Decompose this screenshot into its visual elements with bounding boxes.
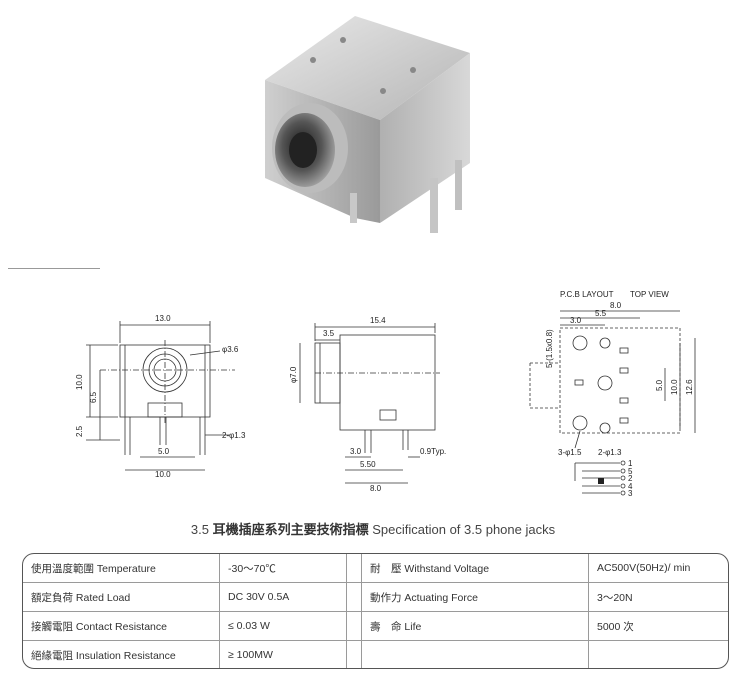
dim-hole1: 3-φ1.5 bbox=[558, 448, 582, 457]
table-row: 使用溫度範圍 Temperature -30～70℃ 耐 壓 Withstand… bbox=[23, 554, 728, 583]
dim-hole2: 2-φ1.3 bbox=[598, 448, 622, 457]
pin-label: 2 bbox=[628, 474, 633, 483]
spec-label: 額定負荷 Rated Load bbox=[23, 582, 220, 612]
pcb-view: TOP VIEW bbox=[630, 290, 669, 299]
pcb-title: P.C.B LAYOUT bbox=[560, 290, 614, 299]
product-photo bbox=[265, 16, 470, 233]
spec-label: 耐 壓 Withstand Voltage bbox=[361, 554, 589, 583]
dim-nose: 3.5 bbox=[323, 329, 335, 338]
dim-low: 2.5 bbox=[75, 425, 84, 437]
side-view-drawing: 15.4 3.5 φ7.0 3.0 5.50 8.0 0.9Typ. bbox=[289, 316, 446, 493]
spec-value: AC500V(50Hz)/ min bbox=[588, 554, 728, 583]
dim-slot: 5-(1.5x0.8) bbox=[545, 329, 554, 368]
dim-dia: φ7.0 bbox=[289, 366, 298, 383]
spec-label: 使用溫度範圍 Temperature bbox=[23, 554, 220, 583]
spec-value bbox=[588, 640, 728, 668]
spec-label bbox=[361, 640, 589, 668]
pin-label: 4 bbox=[628, 482, 633, 491]
table-row: 接觸電阻 Contact Resistance ≤ 0.03 W 壽 命 Lif… bbox=[23, 611, 728, 641]
spec-label: 動作力 Actuating Force bbox=[361, 582, 589, 612]
pin-label: 1 bbox=[628, 459, 633, 468]
dim-12-6: 12.6 bbox=[685, 379, 694, 395]
pin-label: 3 bbox=[628, 489, 633, 498]
dim-8: 8.0 bbox=[610, 301, 622, 310]
spec-value: ≥ 100MW bbox=[219, 640, 347, 668]
dim-width: 13.0 bbox=[155, 314, 171, 323]
dim-3: 3.0 bbox=[570, 316, 582, 325]
dim-5: 5.0 bbox=[655, 379, 664, 391]
dim-10: 10.0 bbox=[670, 379, 679, 395]
divider-line bbox=[8, 268, 100, 269]
pcb-layout-drawing: P.C.B LAYOUT TOP VIEW 8.0 5.5 3.0 5-(1.5… bbox=[529, 290, 696, 498]
spec-value: ≤ 0.03 W bbox=[219, 611, 347, 641]
front-view-drawing: 13.0 10.0 6.5 2.5 φ3.6 2-φ1.3 5.0 10.0 bbox=[75, 314, 246, 479]
spec-label: 接觸電阻 Contact Resistance bbox=[23, 611, 220, 641]
dim-pitch: 5.0 bbox=[158, 447, 170, 456]
spec-table: 使用溫度範圍 Temperature -30～70℃ 耐 壓 Withstand… bbox=[22, 553, 729, 669]
dim-base: 10.0 bbox=[155, 470, 171, 479]
dim-length: 15.4 bbox=[370, 316, 386, 325]
table-row: 額定負荷 Rated Load DC 30V 0.5A 動作力 Actuatin… bbox=[23, 582, 728, 612]
dim-5-5: 5.5 bbox=[595, 309, 607, 318]
section-caption: 3.5 耳機插座系列主要技術指標 Specification of 3.5 ph… bbox=[0, 519, 746, 538]
dim-pin1: 3.0 bbox=[350, 447, 362, 456]
spec-value: DC 30V 0.5A bbox=[219, 582, 347, 612]
dim-center: 6.5 bbox=[89, 391, 98, 403]
caption-title-cn: 耳機插座系列主要技術指標 bbox=[212, 522, 369, 537]
dim-thick: 0.9Typ. bbox=[420, 447, 446, 456]
table-row: 絕緣電阻 Insulation Resistance ≥ 100MW bbox=[23, 640, 728, 668]
caption-prefix: 3.5 bbox=[190, 522, 209, 537]
dim-hole: φ3.6 bbox=[222, 345, 239, 354]
dim-height: 10.0 bbox=[75, 374, 84, 390]
pin-label: 5 bbox=[628, 467, 633, 476]
spec-value: 5000 次 bbox=[588, 611, 728, 641]
dim-pin2: 5.50 bbox=[360, 460, 376, 469]
spec-label: 壽 命 Life bbox=[361, 611, 589, 641]
spec-value: 3～20N bbox=[588, 582, 728, 612]
spec-label: 絕緣電阻 Insulation Resistance bbox=[23, 640, 220, 668]
dim-pin: 2-φ1.3 bbox=[222, 431, 246, 440]
spec-value: -30～70℃ bbox=[219, 554, 347, 583]
caption-title-en: Specification of 3.5 phone jacks bbox=[372, 522, 556, 537]
dim-total: 8.0 bbox=[370, 484, 382, 493]
